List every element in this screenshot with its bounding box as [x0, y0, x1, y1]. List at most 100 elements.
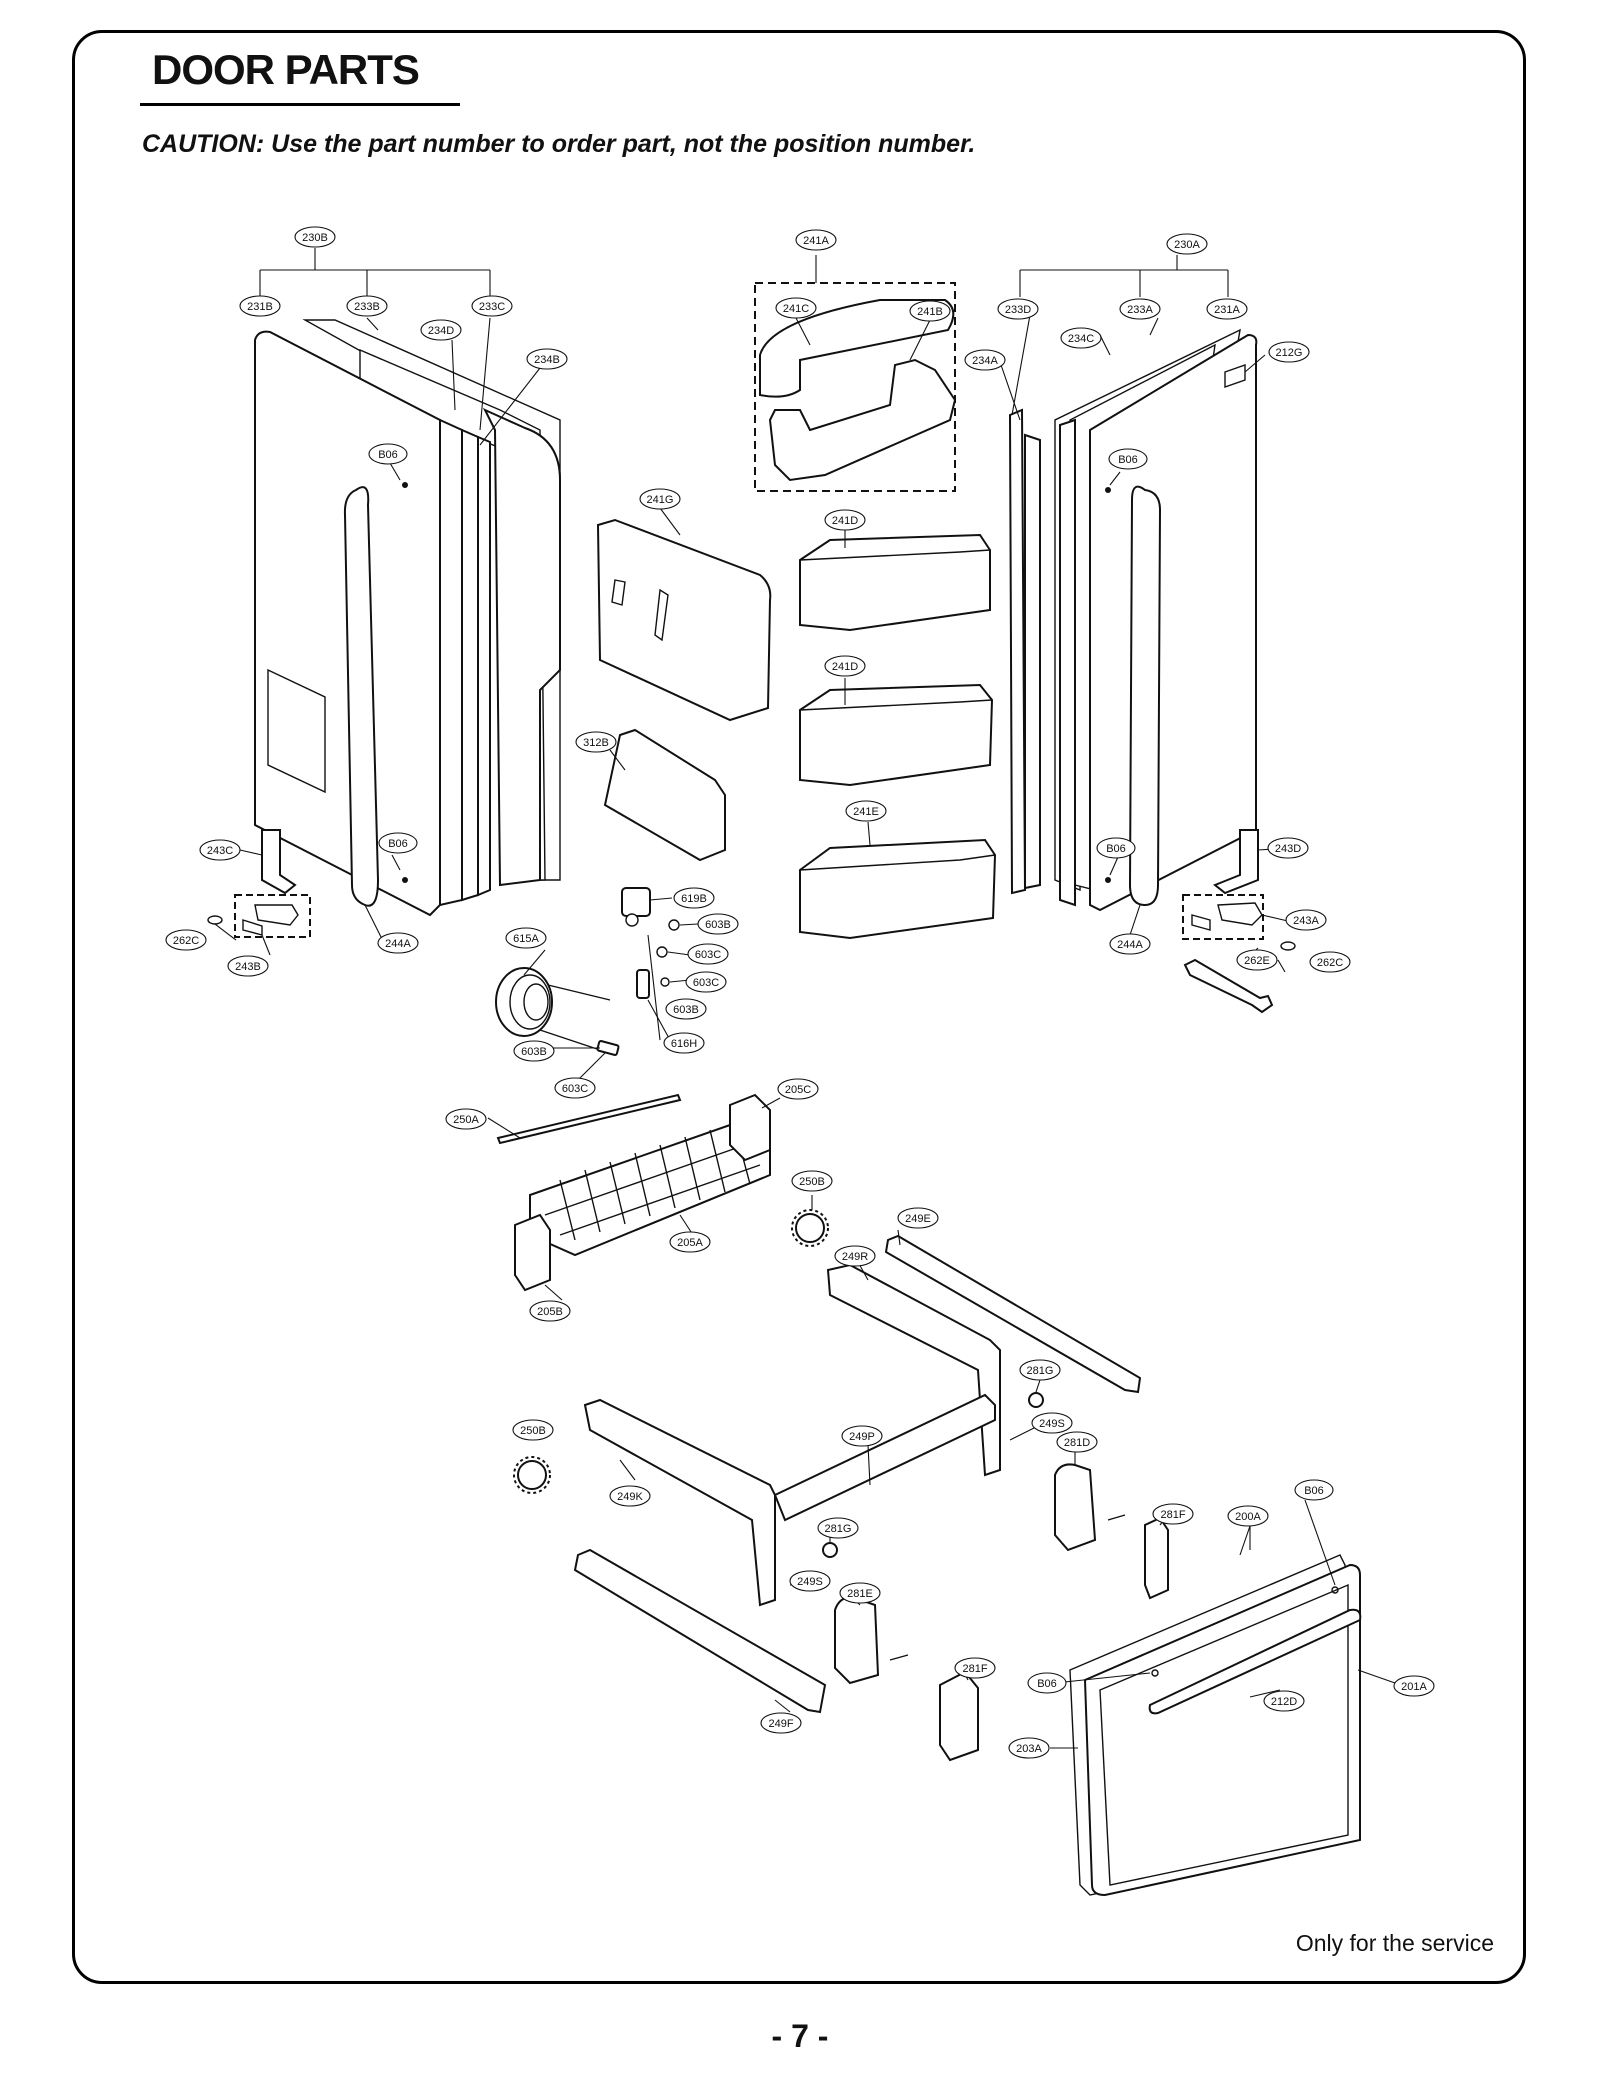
callout-603c-a: 603C — [687, 943, 729, 965]
svg-text:281D: 281D — [1064, 1437, 1090, 1449]
page-title: DOOR PARTS — [152, 46, 420, 93]
callout-249s-a: 249S — [1031, 1412, 1073, 1434]
callouts: 230B 231B 233B 233C 234D 234B B06 B06 24… — [165, 226, 1435, 1759]
left-door-strip-1 — [461, 428, 479, 902]
callout-234a: 234A — [964, 349, 1006, 371]
callout-234c: 234C — [1060, 327, 1102, 349]
svg-text:241D: 241D — [832, 515, 858, 527]
screw-b06-freezer-left — [1151, 1669, 1159, 1677]
cover-281f-left — [939, 1670, 979, 1762]
svg-text:244A: 244A — [1117, 939, 1143, 951]
callout-b06-c: B06 — [1108, 448, 1148, 470]
svg-text:243B: 243B — [235, 961, 261, 973]
svg-text:241D: 241D — [832, 661, 858, 673]
svg-text:249S: 249S — [797, 1576, 823, 1588]
svg-text:230B: 230B — [302, 232, 328, 244]
svg-text:B06: B06 — [1037, 1678, 1057, 1690]
door-bins — [596, 282, 997, 940]
callout-250b-b: 250B — [512, 1419, 554, 1441]
fitting-603c-b — [660, 977, 670, 987]
callout-249r: 249R — [834, 1245, 876, 1267]
right-door-panel — [1089, 333, 1258, 912]
rail-249e — [884, 1234, 1142, 1394]
callout-243d: 243D — [1267, 837, 1309, 859]
svg-text:603B: 603B — [705, 919, 731, 931]
callout-241d-b: 241D — [824, 655, 866, 677]
svg-text:200A: 200A — [1235, 1511, 1261, 1523]
callout-249s-b: 249S — [789, 1570, 831, 1592]
svg-text:249K: 249K — [617, 1491, 643, 1503]
washer-262c-right — [1280, 941, 1296, 951]
svg-text:603B: 603B — [521, 1046, 547, 1058]
callout-234d: 234D — [420, 319, 462, 341]
svg-text:230A: 230A — [1174, 239, 1200, 251]
svg-text:262C: 262C — [173, 935, 199, 947]
callout-262c-b: 262C — [1309, 951, 1351, 973]
caution-note: CAUTION: Use the part number to order pa… — [142, 130, 976, 158]
label-212g — [1224, 364, 1246, 388]
rail-249r — [826, 1263, 1001, 1477]
svg-text:249F: 249F — [768, 1718, 793, 1730]
title-underline — [140, 103, 460, 106]
svg-text:212G: 212G — [1276, 347, 1303, 359]
svg-text:281F: 281F — [1160, 1509, 1185, 1521]
svg-text:250B: 250B — [520, 1425, 546, 1437]
left-door-strip-2 — [477, 435, 491, 897]
rail-249f — [573, 1548, 827, 1714]
page-number: - 7 - — [771, 2018, 829, 2054]
lower-hinge-243c — [261, 829, 297, 895]
svg-text:262E: 262E — [1244, 955, 1270, 967]
svg-text:205A: 205A — [677, 1237, 703, 1249]
svg-text:234C: 234C — [1068, 333, 1094, 345]
callout-205c: 205C — [777, 1078, 819, 1100]
svg-text:249R: 249R — [842, 1251, 868, 1263]
svg-text:619B: 619B — [681, 893, 707, 905]
callout-603c-c: 603C — [554, 1077, 596, 1099]
callout-201a: 201A — [1393, 1675, 1435, 1697]
callout-b06-f: B06 — [1027, 1672, 1067, 1694]
callout-230a: 230A — [1166, 233, 1208, 255]
bin-241e — [799, 838, 997, 940]
callout-619b: 619B — [673, 887, 715, 909]
wrench-262e — [1183, 958, 1274, 1014]
callout-281e: 281E — [839, 1582, 881, 1604]
svg-text:212D: 212D — [1271, 1696, 1297, 1708]
svg-text:243A: 243A — [1293, 915, 1319, 927]
ice-chute-312b — [603, 728, 726, 862]
callout-241d-a: 241D — [824, 509, 866, 531]
svg-text:B06: B06 — [1118, 454, 1138, 466]
callout-244a-b: 244A — [1109, 933, 1151, 955]
screw-b06-left-bottom — [402, 877, 408, 883]
callout-205a: 205A — [669, 1231, 711, 1253]
hinge-cover-243b — [254, 904, 299, 926]
svg-text:603C: 603C — [695, 949, 721, 961]
left-door-edge — [439, 418, 463, 907]
valve-619b — [621, 887, 651, 917]
callout-243a: 243A — [1285, 909, 1327, 931]
freezer-door-assembly — [1069, 1554, 1362, 1897]
callout-615a: 615A — [505, 927, 547, 949]
fitting-603b-b — [636, 969, 650, 999]
callout-603c-b: 603C — [685, 971, 727, 993]
callout-212g: 212G — [1268, 341, 1310, 363]
screw-b06-freezer-right — [1331, 1586, 1339, 1594]
svg-text:241E: 241E — [853, 806, 879, 818]
washer-262c-left — [207, 915, 223, 925]
svg-text:241C: 241C — [783, 303, 809, 315]
callout-281d: 281D — [1056, 1431, 1098, 1453]
callout-233a: 233A — [1119, 298, 1161, 320]
svg-text:234A: 234A — [972, 355, 998, 367]
callout-241a: 241A — [795, 229, 837, 251]
svg-text:616H: 616H — [671, 1038, 697, 1050]
right-door-assembly — [1008, 255, 1296, 1014]
screw-b06-right-top — [1105, 487, 1111, 493]
svg-text:281E: 281E — [847, 1588, 873, 1600]
screw-b06-left-top — [402, 482, 408, 488]
svg-text:603B: 603B — [673, 1004, 699, 1016]
callout-603b-c: 603B — [513, 1040, 555, 1062]
svg-text:281G: 281G — [1027, 1365, 1054, 1377]
callout-249e: 249E — [897, 1207, 939, 1229]
svg-text:205B: 205B — [537, 1306, 563, 1318]
right-door-handle — [1128, 485, 1162, 907]
callout-b06-a: B06 — [368, 443, 408, 465]
